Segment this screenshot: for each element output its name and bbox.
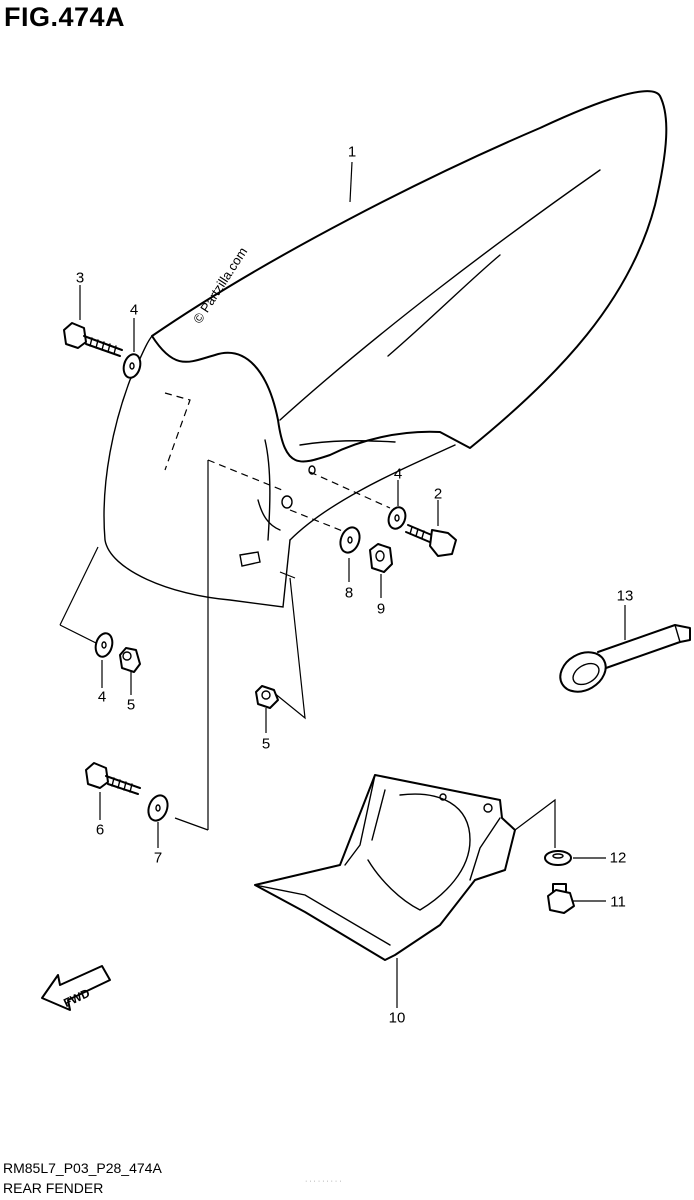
callout-13: 13 — [616, 587, 634, 605]
bolt-part-3[interactable] — [63, 322, 123, 357]
bolt-part-11[interactable] — [547, 883, 575, 914]
nut-part-5-left[interactable] — [119, 647, 141, 673]
callout-5-left: 5 — [126, 696, 136, 714]
nut-part-12[interactable] — [544, 850, 572, 866]
bottom-watermark-icon: · · · · · · · · · — [305, 1178, 342, 1185]
diagram-caption: REAR FENDER — [3, 1180, 104, 1196]
callout-4-top: 4 — [129, 301, 139, 319]
callout-9: 9 — [376, 600, 386, 618]
mud-guard-part-10[interactable] — [254, 774, 516, 961]
figure-title: FIG.474A — [4, 2, 126, 32]
callout-11: 11 — [610, 893, 626, 911]
washer-part-4-right[interactable] — [386, 505, 409, 531]
washer-part-4-left[interactable] — [93, 631, 115, 658]
callout-6: 6 — [95, 821, 105, 839]
callout-4-left: 4 — [97, 688, 107, 706]
fwd-arrow-icon — [41, 965, 111, 1011]
callout-7: 7 — [153, 849, 163, 867]
rear-fender-part[interactable] — [103, 90, 668, 608]
diagram-code: RM85L7_P03_P28_474A — [3, 1160, 162, 1176]
callout-2: 2 — [433, 485, 443, 503]
wrench-part-13[interactable] — [553, 624, 691, 700]
callout-3: 3 — [75, 269, 85, 287]
callout-5-middle: 5 — [261, 735, 271, 753]
bolt-part-6[interactable] — [85, 762, 141, 795]
callout-8: 8 — [344, 584, 354, 602]
callout-12: 12 — [609, 849, 627, 867]
washer-part-8[interactable] — [337, 525, 363, 556]
callout-10: 10 — [388, 1009, 406, 1027]
callout-1: 1 — [347, 143, 357, 161]
bolt-part-2[interactable] — [405, 524, 457, 557]
washer-part-7[interactable] — [145, 793, 171, 824]
nut-part-9[interactable] — [369, 543, 393, 573]
washer-part-4-top[interactable] — [121, 352, 143, 379]
callout-4-right: 4 — [393, 465, 403, 483]
nut-part-5-middle[interactable] — [255, 685, 279, 709]
